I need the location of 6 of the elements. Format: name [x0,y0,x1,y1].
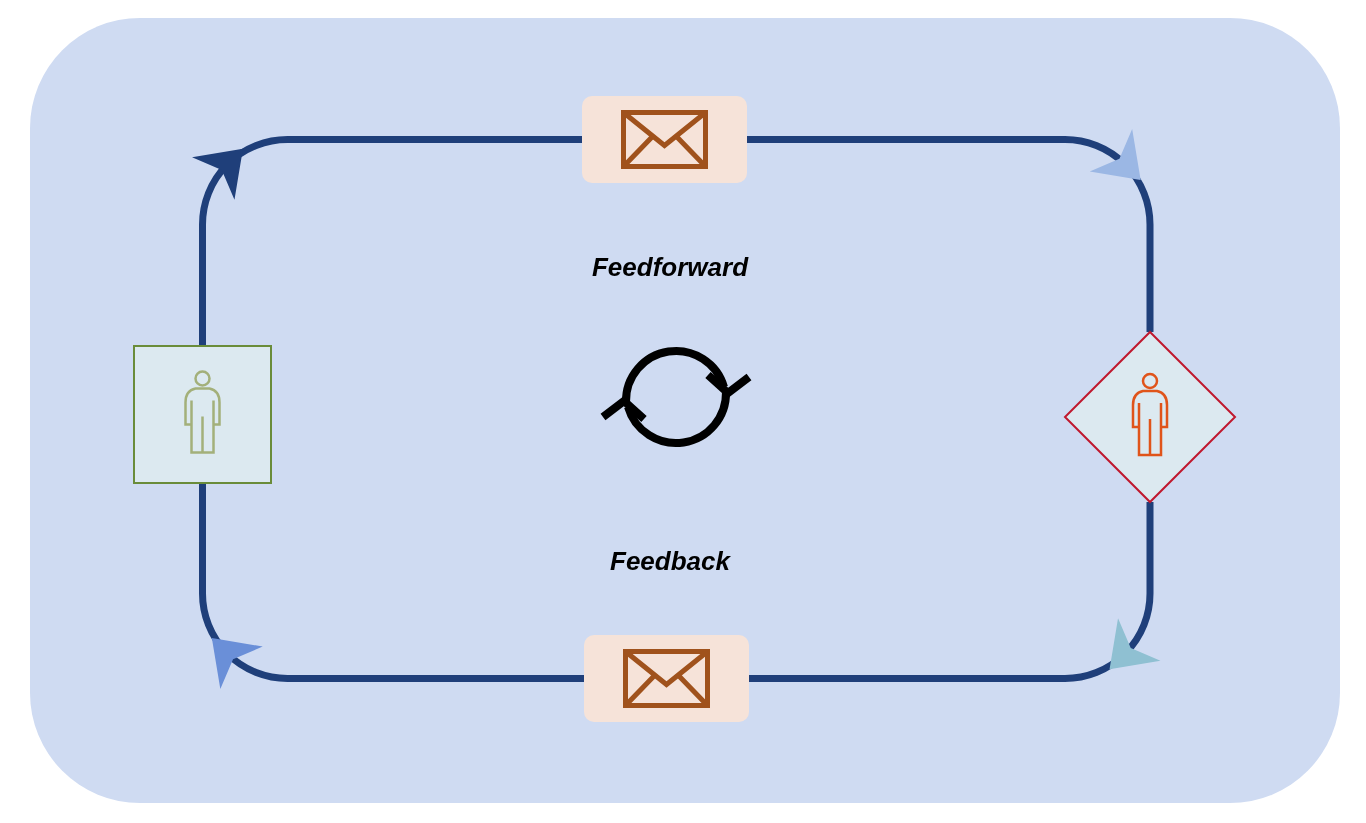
arrow [749,502,1161,682]
loop-label: Feedback [610,546,730,577]
arrow [192,136,582,346]
arrow [747,129,1154,332]
arrow [199,483,584,689]
loop-label: Feedforward [592,252,748,283]
